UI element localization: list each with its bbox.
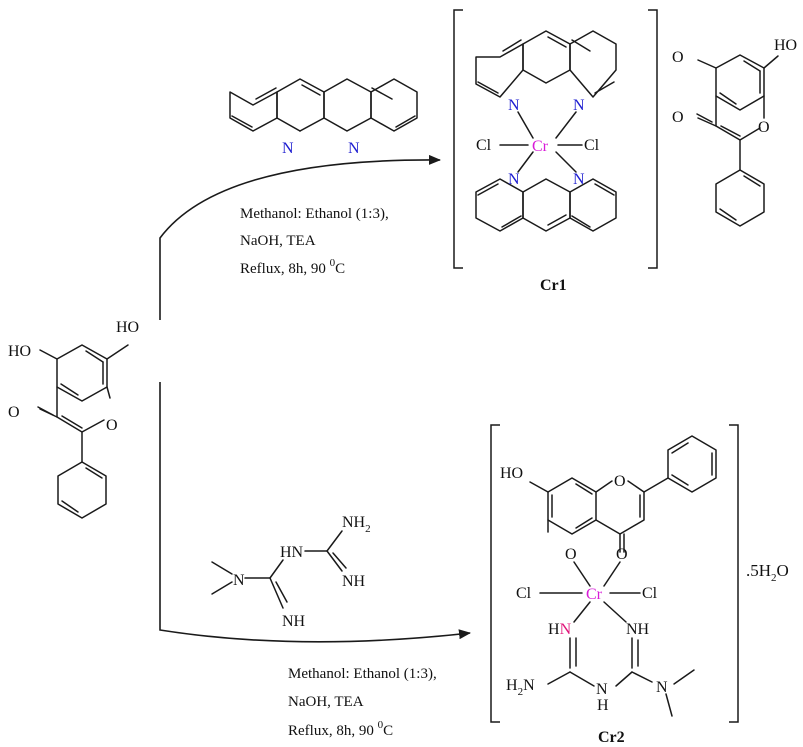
cr2-left-bracket xyxy=(490,424,500,723)
bottom-conditions: Methanol: Ethanol (1:3), NaOH, TEA Reflu… xyxy=(288,666,437,739)
cr2-right-bracket xyxy=(729,424,739,723)
cr2-ring-o: O xyxy=(614,473,626,490)
reactant-ho-7: HO xyxy=(116,319,139,336)
cr1-anion-o-minus: O xyxy=(672,49,684,66)
cr2-hydrate: .5H2O xyxy=(746,561,789,584)
cr1-n-bottom-left: N xyxy=(508,171,520,188)
cr1-right-bracket xyxy=(648,9,658,269)
metformin-nh-right: NH xyxy=(342,573,366,590)
cr1-n-top-left: N xyxy=(508,97,520,114)
cr1-metal: Cr xyxy=(532,138,549,155)
cr1-n-bottom-right: N xyxy=(573,171,585,188)
top-reaction-arrow xyxy=(159,154,441,320)
cr1-cl-left: Cl xyxy=(476,137,492,154)
cr2-ho: HO xyxy=(500,465,523,482)
bottom-reaction-arrow xyxy=(159,382,471,643)
reagent-phenanthroline: N N xyxy=(229,78,418,157)
cr1-anion-ho: HO xyxy=(774,37,797,54)
reagent-metformin: N HN NH NH NH2 xyxy=(211,514,371,630)
cr2-nh-right: NH xyxy=(626,621,650,638)
top-degree-sup: 0 xyxy=(330,257,336,269)
metformin-n-dimethyl: N xyxy=(233,572,245,589)
top-condition-reflux: Reflux, 8h, 90 0C xyxy=(240,257,345,277)
phen-n-1: N xyxy=(282,140,294,157)
metformin-nh-imine: NH xyxy=(282,613,306,630)
cr2-cl-left: Cl xyxy=(516,585,532,602)
reactant-ho-5: HO xyxy=(8,343,31,360)
cr2-nh2: H2N xyxy=(506,677,535,698)
cr1-anion-ring-o: O xyxy=(758,119,770,136)
phen-n-2: N xyxy=(348,140,360,157)
reactant-chrysin: HO HO O O xyxy=(8,319,139,519)
cr1-cl-right: Cl xyxy=(584,137,600,154)
cr1-label: Cr1 xyxy=(540,277,567,294)
cr2-cl-right: Cl xyxy=(642,585,658,602)
complex-cr1: N N N N Cl Cl Cr Cr1 xyxy=(453,9,658,294)
top-condition-solvent: Methanol: Ethanol (1:3), xyxy=(240,206,389,222)
top-conditions: Methanol: Ethanol (1:3), NaOH, TEA Reflu… xyxy=(240,206,389,277)
cr2-coord-n-h: HN xyxy=(548,621,572,638)
cr1-left-bracket xyxy=(453,9,463,269)
cr1-anion-carbonyl-o: O xyxy=(672,109,684,126)
cr1-counter-anion: O HO O O xyxy=(672,37,797,227)
bottom-condition-reflux: Reflux, 8h, 90 0C xyxy=(288,719,393,739)
cr2-label: Cr2 xyxy=(598,729,625,746)
top-condition-base: NaOH, TEA xyxy=(240,233,316,249)
reactant-carbonyl-o: O xyxy=(8,404,20,421)
cr2-metal: Cr xyxy=(586,586,603,603)
cr2-dimethyl-n: N xyxy=(656,679,668,696)
cr2-carbonyl-o: O xyxy=(616,546,628,563)
cr1-n-top-right: N xyxy=(573,97,585,114)
bottom-degree-sup: 0 xyxy=(378,719,384,731)
metformin-hn: HN xyxy=(280,544,304,561)
reaction-arrows xyxy=(159,154,471,643)
bottom-condition-base: NaOH, TEA xyxy=(288,694,364,710)
bottom-condition-solvent: Methanol: Ethanol (1:3), xyxy=(288,666,437,682)
metformin-nh2: NH2 xyxy=(342,514,371,535)
cr2-phenolate-o: O xyxy=(565,546,577,563)
reactant-ring-o: O xyxy=(106,417,118,434)
